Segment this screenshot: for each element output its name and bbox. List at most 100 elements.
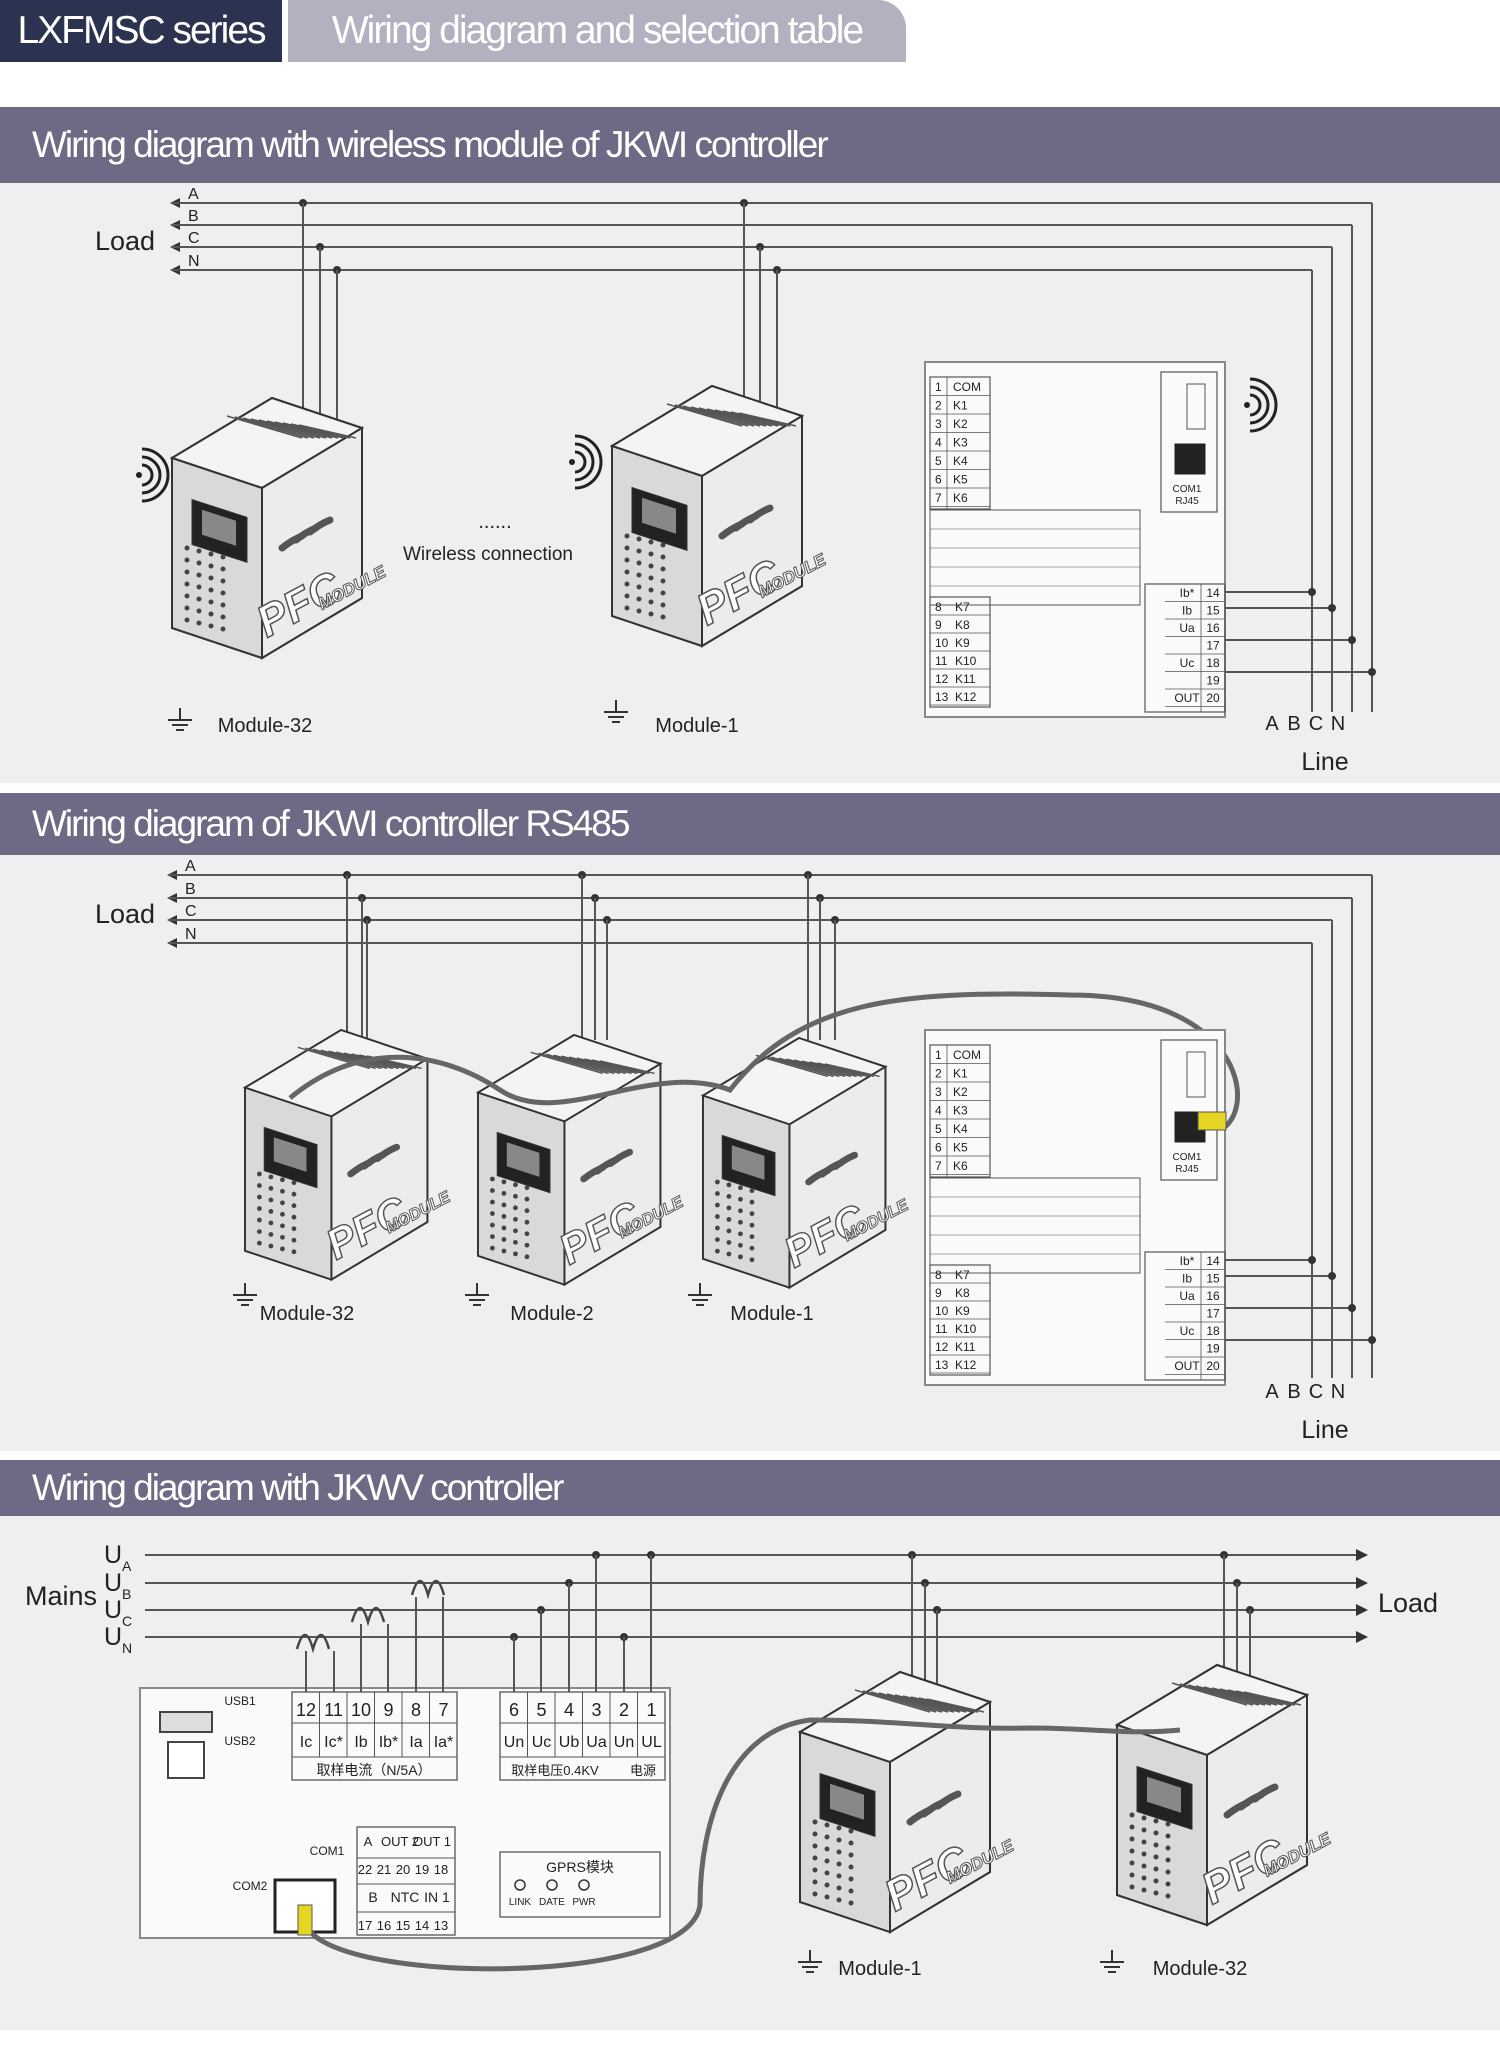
bus-label-b: B [188, 208, 199, 225]
junction-dot [1328, 1272, 1336, 1280]
input-label: Ua [1179, 621, 1195, 635]
mains-sub-a: A [122, 1558, 132, 1574]
usb1-label: USB1 [224, 1694, 256, 1708]
terminal-number: 4 [935, 1104, 942, 1118]
in-label: NTC [391, 1889, 420, 1905]
wireless-signal-icon [1244, 377, 1278, 433]
input-number: 14 [1206, 586, 1220, 600]
module-1-label: Module-1 [730, 1303, 813, 1325]
gprs-led-icon [546, 1879, 558, 1891]
section-title-rs485: Wiring diagram of JKWI controller RS485 [0, 793, 1500, 855]
bus-label-a: A [188, 186, 199, 203]
usb2-label: USB2 [224, 1734, 256, 1748]
terminal-number: 7 [935, 491, 942, 505]
line-label: Line [1301, 1416, 1348, 1444]
terminal-number: 10 [935, 1304, 949, 1318]
gprs-led-icon [578, 1879, 590, 1891]
module-32-label: Module-32 [1153, 1958, 1248, 1980]
io-number: 22 [358, 1862, 372, 1877]
input-number: 16 [1206, 1289, 1220, 1303]
rs485-cable [302, 1717, 1181, 1972]
terminal-label: K11 [955, 1340, 976, 1354]
terminal-number: 5 [935, 1122, 942, 1136]
arrow-right-icon [1356, 1604, 1368, 1616]
voltage-terminal-number: 4 [564, 1700, 574, 1720]
terminal-number: 1 [935, 1048, 942, 1062]
rj45-label: RJ45 [1175, 496, 1199, 507]
voltage-terminal-number: 2 [619, 1700, 629, 1720]
voltage-terminal-label: Ua [586, 1734, 607, 1751]
input-number: 19 [1206, 1342, 1220, 1356]
description-table [929, 1177, 1141, 1274]
terminal-number: 11 [935, 1322, 948, 1336]
terminal-label: K7 [955, 600, 970, 614]
terminal-label: K10 [955, 1322, 977, 1336]
terminal-label: K9 [955, 636, 970, 650]
gprs-led-label: PWR [572, 1897, 595, 1908]
current-terminal-number: 12 [296, 1700, 316, 1720]
io-number: 15 [396, 1918, 410, 1933]
terminal-label: K5 [953, 473, 968, 487]
input-label: OUT [1174, 1359, 1200, 1373]
line-label-a: A [1265, 713, 1279, 735]
terminal-label: K6 [953, 1159, 968, 1173]
wireless-module-slot [1186, 1051, 1206, 1098]
wireless-module-slot [1186, 383, 1206, 430]
terminal-label: K9 [955, 1304, 970, 1318]
mains-phase-n: U [104, 1623, 122, 1651]
voltage-terminal-number: 6 [509, 1700, 519, 1720]
line-label: Line [1301, 748, 1348, 776]
input-number: 18 [1206, 1324, 1220, 1338]
terminal-label: K8 [955, 1286, 970, 1300]
ground-icon [798, 1950, 822, 1973]
terminal-label: K6 [953, 491, 968, 505]
rs485-plug [297, 1904, 313, 1936]
rj45-module [1160, 1039, 1218, 1181]
current-terminal-number: 8 [411, 1700, 421, 1720]
terminal-label: K3 [953, 1104, 968, 1118]
current-transformer-icon [295, 1633, 331, 1654]
arrow-right-icon [1356, 1549, 1368, 1561]
input-number: 20 [1206, 1359, 1220, 1373]
ground-icon [604, 700, 628, 723]
input-label: Ib [1182, 604, 1192, 618]
rj45-port-icon [1174, 443, 1206, 475]
current-terminal-number: 7 [438, 1700, 448, 1720]
input-label: OUT [1174, 691, 1200, 705]
current-terminal-label: Ib* [379, 1734, 399, 1751]
ground-icon [1100, 1950, 1124, 1973]
module-1-label: Module-1 [838, 1958, 921, 1980]
current-transformer-icon [350, 1606, 386, 1627]
terminal-label: K4 [953, 1122, 968, 1136]
bus-label-a: A [185, 858, 196, 875]
input-terminal-block [1144, 1251, 1226, 1381]
gprs-label: GPRS模块 [546, 1859, 614, 1875]
gprs-led-label: LINK [509, 1897, 532, 1908]
com1-label: COM1 [310, 1844, 345, 1858]
terminal-number: 7 [935, 1159, 942, 1173]
input-number: 17 [1206, 1307, 1220, 1321]
output-terminal-block [929, 376, 991, 510]
terminal-label: K11 [955, 672, 976, 686]
voltage-terminal-label: UL [641, 1734, 662, 1751]
sample-current-label: 取样电流（N/5A） [316, 1762, 431, 1778]
description-table [929, 509, 1141, 606]
input-label: Ib* [1180, 1254, 1195, 1268]
voltage-terminal-label: Un [504, 1734, 524, 1751]
terminal-number: 12 [935, 672, 949, 686]
input-number: 18 [1206, 656, 1220, 670]
input-number: 20 [1206, 691, 1220, 705]
voltage-terminal-number: 5 [536, 1700, 546, 1720]
io-number: 13 [434, 1918, 448, 1933]
dots-label: ...... [478, 511, 511, 533]
junction-dot [1308, 588, 1316, 596]
terminal-number: 12 [935, 1340, 949, 1354]
io-number: 21 [377, 1862, 391, 1877]
controller-jkwv [139, 1687, 671, 1939]
wireless-signal-icon [136, 447, 170, 503]
ground-icon [688, 1283, 712, 1306]
page-title-tab: Wiring diagram and selection table [288, 0, 906, 62]
